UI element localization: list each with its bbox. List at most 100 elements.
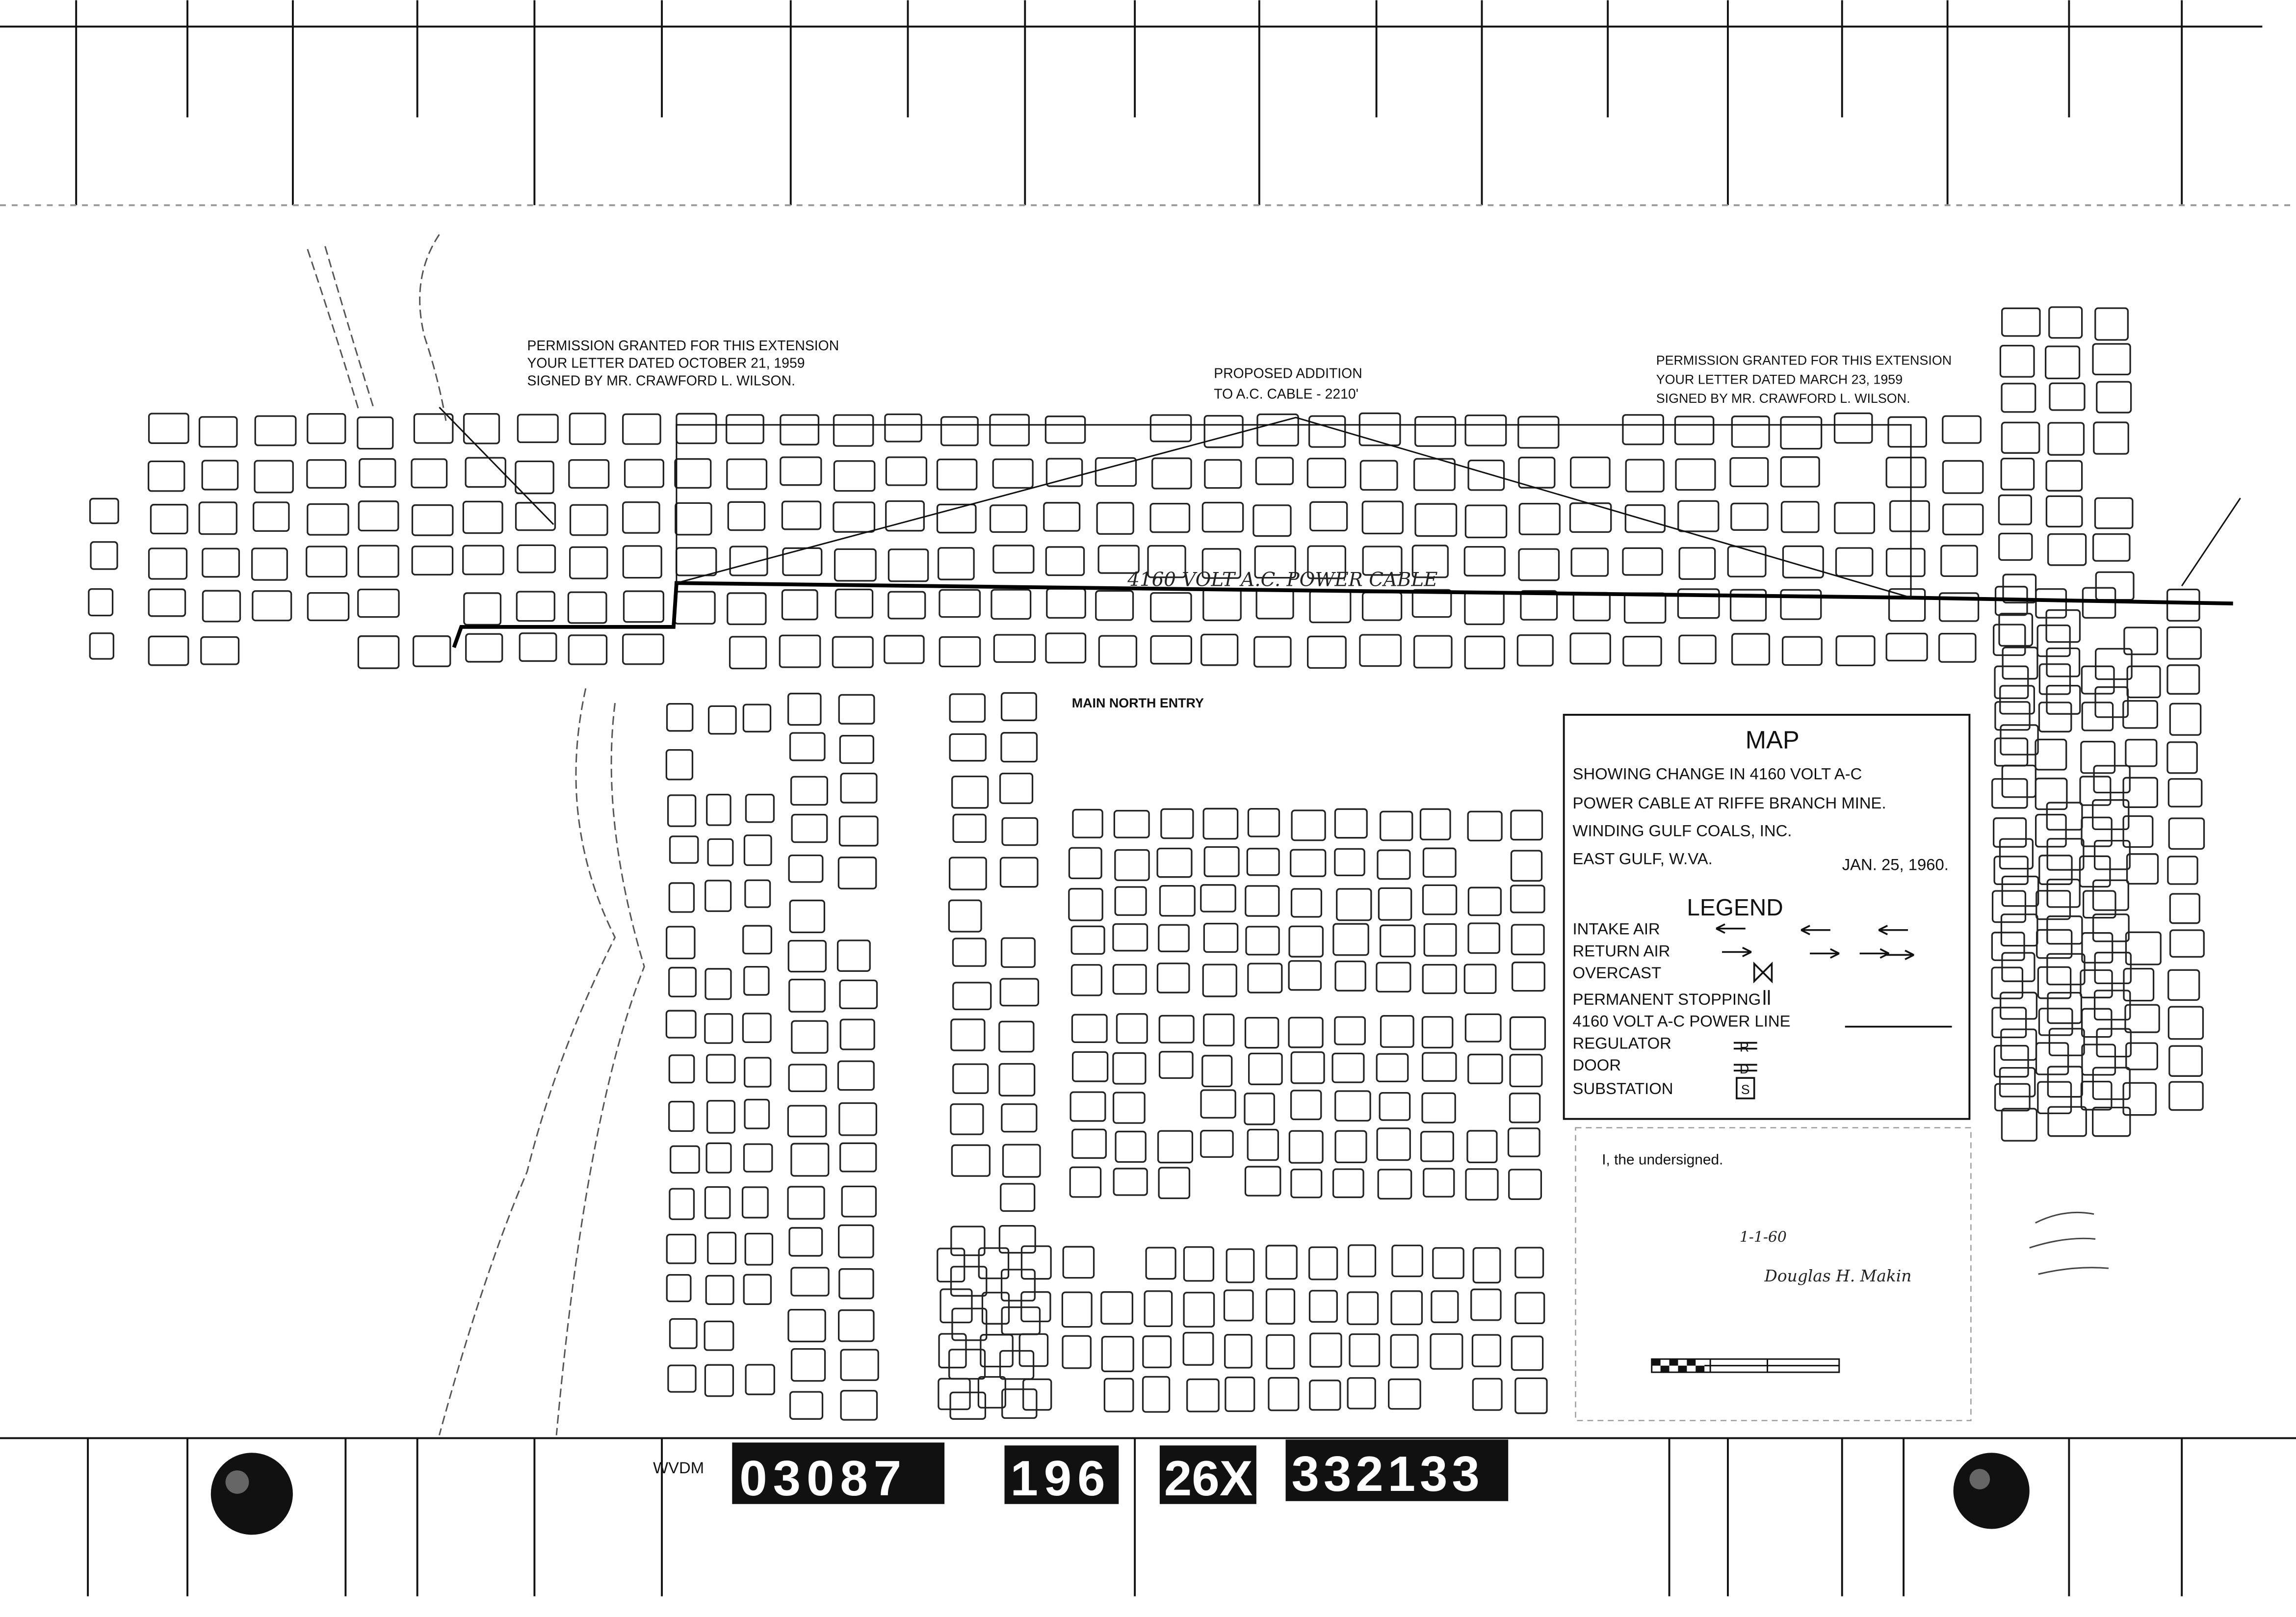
pillar — [202, 590, 241, 623]
pillar — [704, 968, 732, 1000]
pillar — [1046, 588, 1086, 619]
pillar — [1421, 1016, 1454, 1049]
pillar — [412, 635, 451, 667]
pillar — [1520, 590, 1558, 621]
pillar — [2000, 458, 2035, 491]
bottom-frame-grid — [0, 1437, 2296, 1596]
pillar — [1993, 624, 2026, 656]
pillar — [669, 1318, 698, 1349]
svg-text:YOUR LETTER DATED OCTOBER 21,: YOUR LETTER DATED OCTOBER 21, 1959 — [527, 356, 805, 371]
pillar — [1991, 932, 2025, 961]
pillar — [744, 1098, 770, 1129]
pillar — [1183, 1292, 1215, 1328]
pillar — [1204, 459, 1242, 489]
pillar — [1112, 1092, 1146, 1124]
pillar — [519, 632, 557, 662]
pillar — [1336, 888, 1372, 921]
pillar — [1044, 416, 1086, 444]
pillar — [705, 1142, 732, 1174]
pillar — [1835, 635, 1876, 667]
pillar — [977, 1376, 1006, 1408]
pillar — [1887, 416, 1928, 448]
door-letter: D — [1740, 1062, 1749, 1076]
pillar — [1002, 1144, 1041, 1178]
pillar — [2166, 741, 2198, 774]
pillar — [2038, 1008, 2073, 1036]
pillar — [788, 854, 824, 883]
pillar — [1518, 456, 1556, 489]
pillar — [1999, 838, 2034, 870]
intake-air-arrow-icon — [1716, 923, 1908, 936]
pillar — [787, 1105, 827, 1138]
pillar — [1466, 1130, 1498, 1164]
pillar — [358, 500, 399, 532]
pillar — [726, 414, 764, 444]
pillar — [1000, 732, 1038, 763]
pillar — [1247, 808, 1280, 837]
pillar — [2093, 421, 2129, 455]
pillar — [1151, 457, 1192, 490]
pillar — [980, 1334, 1014, 1368]
pillar — [1994, 1083, 2031, 1112]
pillar — [1472, 1247, 1501, 1284]
pillar — [1508, 1169, 1542, 1200]
archive-number-tiles: 03087 196 26X 332133 — [732, 1439, 1509, 1506]
pillar — [2036, 929, 2073, 959]
pillar — [148, 413, 189, 444]
pillar — [833, 414, 874, 447]
svg-text:4160 VOLT A-C POWER LINE: 4160 VOLT A-C POWER LINE — [1573, 1012, 1791, 1030]
pillar — [741, 1186, 769, 1219]
pillar — [744, 879, 771, 908]
pillar — [198, 416, 238, 448]
pillar — [2092, 533, 2131, 562]
pillar — [1727, 546, 1767, 577]
pillar — [948, 1349, 986, 1380]
pillar — [1991, 1007, 2027, 1039]
pillar — [2035, 813, 2067, 848]
pillar — [841, 1185, 877, 1218]
pillar — [1464, 635, 1506, 670]
pillar — [704, 1013, 733, 1044]
pillar — [832, 636, 874, 668]
pillar — [307, 592, 350, 622]
pillar — [1938, 632, 1977, 663]
pillar — [1245, 885, 1280, 917]
pillar — [704, 1186, 731, 1219]
pillar — [1423, 923, 1457, 957]
pillar — [1677, 500, 1720, 532]
pillar — [1994, 665, 2029, 699]
pillar — [1464, 504, 1508, 539]
pillar — [667, 794, 697, 827]
pillar — [2038, 855, 2073, 885]
pillar — [1070, 964, 1103, 996]
svg-text:PERMISSION GRANTED FOR THIS EX: PERMISSION GRANTED FOR THIS EXTENSION — [1656, 353, 1952, 368]
pillar — [2080, 740, 2116, 774]
pillar — [1113, 1168, 1148, 1196]
pillar — [1380, 1015, 1414, 1048]
pillar — [952, 813, 987, 843]
pillar — [1431, 1290, 1459, 1323]
pillar — [1308, 1290, 1338, 1323]
pillar — [2094, 307, 2129, 341]
svg-text:03087: 03087 — [739, 1450, 907, 1506]
pillar — [666, 1274, 692, 1303]
pillar — [624, 459, 665, 488]
pillar — [789, 1391, 824, 1420]
pillar — [2093, 765, 2131, 794]
pillar — [1001, 817, 1039, 846]
svg-text:SIGNED BY MR. CRAWFORD L. WILS: SIGNED BY MR. CRAWFORD L. WILSON. — [527, 373, 795, 389]
pillar — [787, 939, 827, 973]
pillar — [939, 636, 981, 668]
pillar — [357, 545, 399, 578]
svg-text:LEGEND: LEGEND — [1687, 895, 1783, 921]
svg-text:TO A.C. CABLE - 2210': TO A.C. CABLE - 2210' — [1214, 386, 1358, 402]
pillar — [252, 590, 292, 622]
pillar — [1362, 546, 1403, 576]
pillar — [833, 460, 876, 492]
pillar — [1994, 737, 2029, 767]
proposed-addition-note: PROPOSED ADDITION TO A.C. CABLE - 2210' — [1214, 365, 1362, 402]
pillar — [1097, 545, 1140, 574]
pillar — [1334, 808, 1368, 839]
pillar — [1379, 1092, 1411, 1121]
